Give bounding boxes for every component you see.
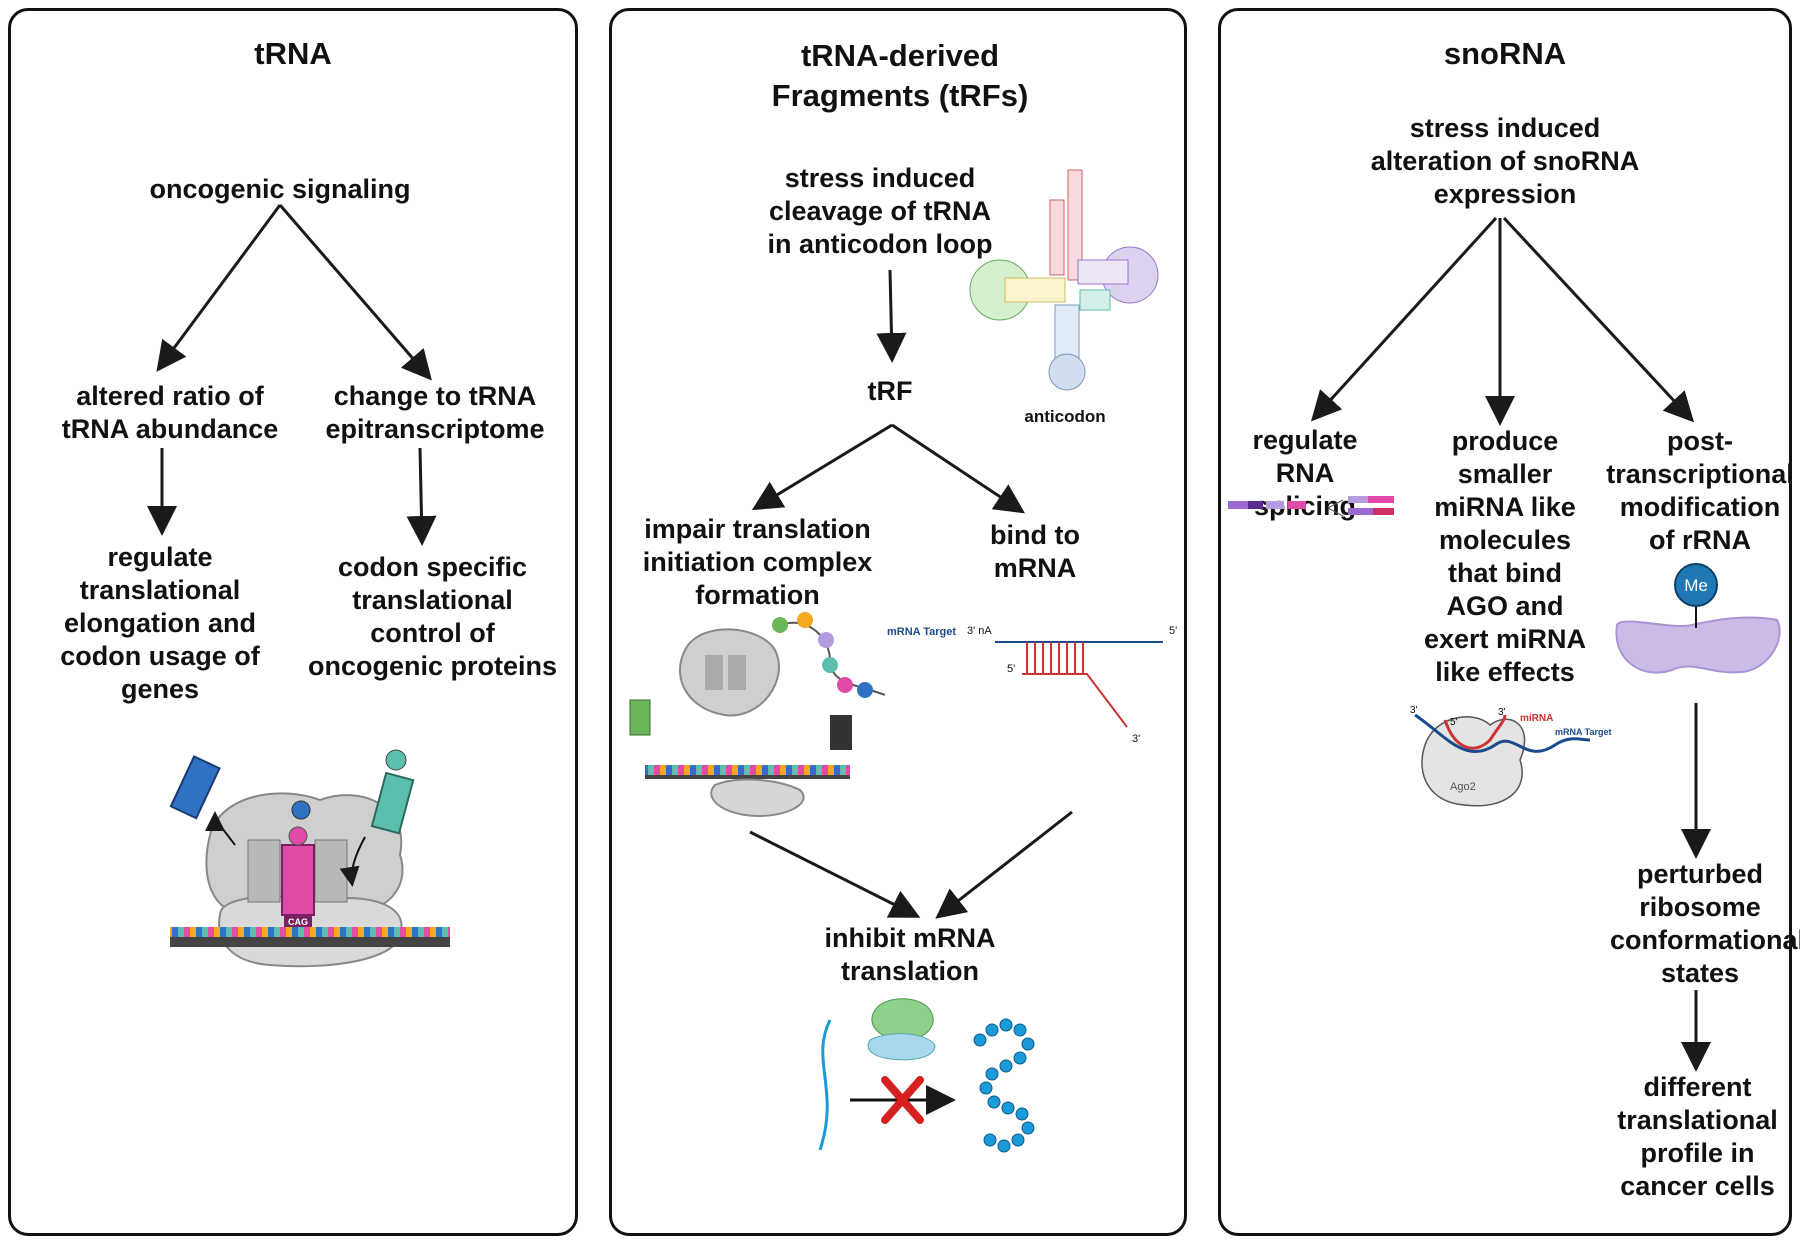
mirna-label: miRNA (1520, 713, 1553, 724)
trf-mrna-binding-illustration: mRNA Target 3' nA 5' 5' 3' (887, 625, 1177, 745)
perturbed-ribosome-label: perturbed ribosome conformational states (1610, 859, 1800, 988)
arrow-trf-to-impair (751, 423, 893, 511)
three-prime-na-label: 3' nA (967, 625, 992, 637)
mrna-target-label: mRNA Target (887, 626, 956, 638)
mrna-strand-blue (818, 1019, 832, 1151)
teal-aa (385, 749, 407, 771)
mirna-like-label: produce smaller miRNA like molecules tha… (1423, 426, 1587, 687)
protein-chain-beads (772, 612, 886, 698)
epitranscriptome-label: change to tRNA epitranscriptome (325, 381, 545, 444)
snorna-trigger-label: stress induced alteration of snoRNA expr… (1370, 113, 1640, 209)
anticodon-label: anticodon (1024, 407, 1105, 426)
elongation-outcome-label: regulate translational elongation and co… (60, 542, 260, 704)
red-x-icon (881, 1076, 924, 1124)
ago-mrna-target-label: mRNA Target (1555, 727, 1612, 737)
altered-ratio-label: altered ratio of tRNA abundance (61, 381, 279, 444)
trf-trigger-label: stress induced cleavage of tRNA in antic… (767, 163, 993, 259)
arrow-signal-to-epitranscriptome (278, 204, 432, 381)
arrow-bind-to-inhibit (935, 810, 1073, 919)
ago2-illustration: Ago2 3' 5' 3' miRNA mRNA Target (1410, 705, 1612, 807)
codon-control-outcome-label: codon specific translational control of … (307, 552, 558, 681)
arrow-trf-to-bind (891, 423, 1025, 514)
ago-three-prime-label: 3' (1410, 705, 1418, 716)
blue-trna (169, 755, 221, 820)
oncogenic-signaling-label: oncogenic signaling (149, 174, 411, 204)
teal-trna (370, 771, 415, 835)
translation-inhibition-illustration (818, 998, 1035, 1153)
trf-three-prime-label: 3' (1132, 733, 1140, 745)
lavender-ribosome (1615, 616, 1781, 674)
trna-panel (8, 8, 578, 1236)
green-trna (629, 699, 651, 736)
protein-coil-icon (973, 1018, 1035, 1153)
trna-cloverleaf-illustration: anticodon (969, 169, 1159, 426)
me-circle (1674, 563, 1718, 607)
inhibit-translation-label: inhibit mRNA translation (824, 923, 996, 986)
mrna-five-prime-label: 5' (1169, 625, 1177, 637)
blue-aa (291, 800, 311, 820)
gray-ribosome-bottom (710, 778, 805, 817)
splicing-illustration (1228, 496, 1394, 517)
arrow-trigger-to-splicing (1310, 216, 1498, 422)
trf-panel-title: tRNA-derived Fragments (tRFs) (771, 38, 1029, 113)
bind-mrna-label: bind to mRNA (990, 520, 1080, 583)
arrow-epitranscriptome-to-codon (406, 447, 437, 546)
rrna-modification-label: post-transcriptional modification of rRN… (1606, 426, 1794, 555)
trf-panel (609, 8, 1187, 1236)
ago-mirna-three-prime-label: 3' (1498, 707, 1506, 718)
trf-five-prime-label: 5' (1007, 663, 1015, 675)
magenta-trna-aa (288, 826, 308, 846)
arrow-impair-to-inhibit (749, 830, 921, 918)
arrow-signal-to-ratio (156, 204, 282, 372)
arrow-trigger-to-trf (876, 269, 907, 363)
ago-five-prime-label: 5' (1450, 717, 1458, 728)
trf-product-label: tRF (867, 376, 913, 406)
mrna-strand (170, 927, 450, 947)
snorna-panel-title: snoRNA (1443, 36, 1567, 71)
dark-factor (830, 715, 852, 750)
trna-panel-title: tRNA (254, 36, 332, 71)
arrow-trigger-to-rrna (1502, 216, 1695, 423)
ribosome-trna-illustration: CAG (169, 749, 450, 968)
codon-label: CAG (288, 917, 308, 927)
initiation-complex-illustration (629, 628, 852, 817)
me-label: Me (1684, 576, 1708, 595)
methylated-rrna-illustration: Me (1615, 563, 1781, 674)
ago2-label: Ago2 (1450, 781, 1476, 793)
translational-profile-label: different translational profile in cance… (1617, 1072, 1778, 1201)
green-ribosome (871, 998, 934, 1041)
impair-initiation-label: impair translation initiation complex fo… (642, 514, 873, 610)
